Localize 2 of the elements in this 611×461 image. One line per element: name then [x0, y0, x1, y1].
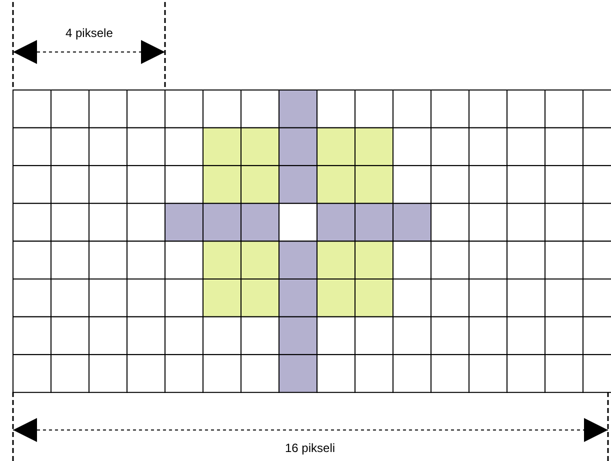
dimension-label: 4 piksele [64, 26, 115, 40]
dimension-label: 16 pikseli [283, 441, 338, 455]
